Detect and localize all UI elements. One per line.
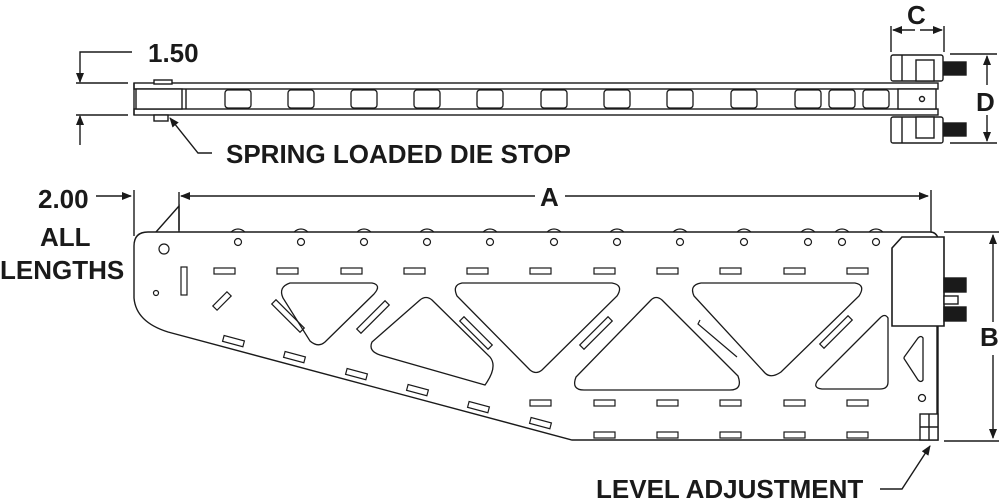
dimension-all-label: ALL: [40, 222, 91, 252]
rollers: [224, 89, 890, 109]
dimension-c-label: C: [907, 0, 926, 30]
spring-loaded-die-stop-label: SPRING LOADED DIE STOP: [226, 139, 571, 169]
dimension-lengths-label: LENGTHS: [0, 255, 125, 285]
dimension-b-label: B: [980, 322, 999, 352]
level-adjustment-label: LEVEL ADJUSTMENT: [596, 474, 864, 504]
dimension-2-00-label: 2.00: [38, 184, 89, 214]
dimension-1-50-label: 1.50: [148, 38, 199, 68]
dimension-a-label: A: [540, 182, 559, 212]
dimension-d-label: D: [976, 87, 995, 117]
top-view: [76, 26, 997, 154]
side-view: [96, 190, 999, 490]
